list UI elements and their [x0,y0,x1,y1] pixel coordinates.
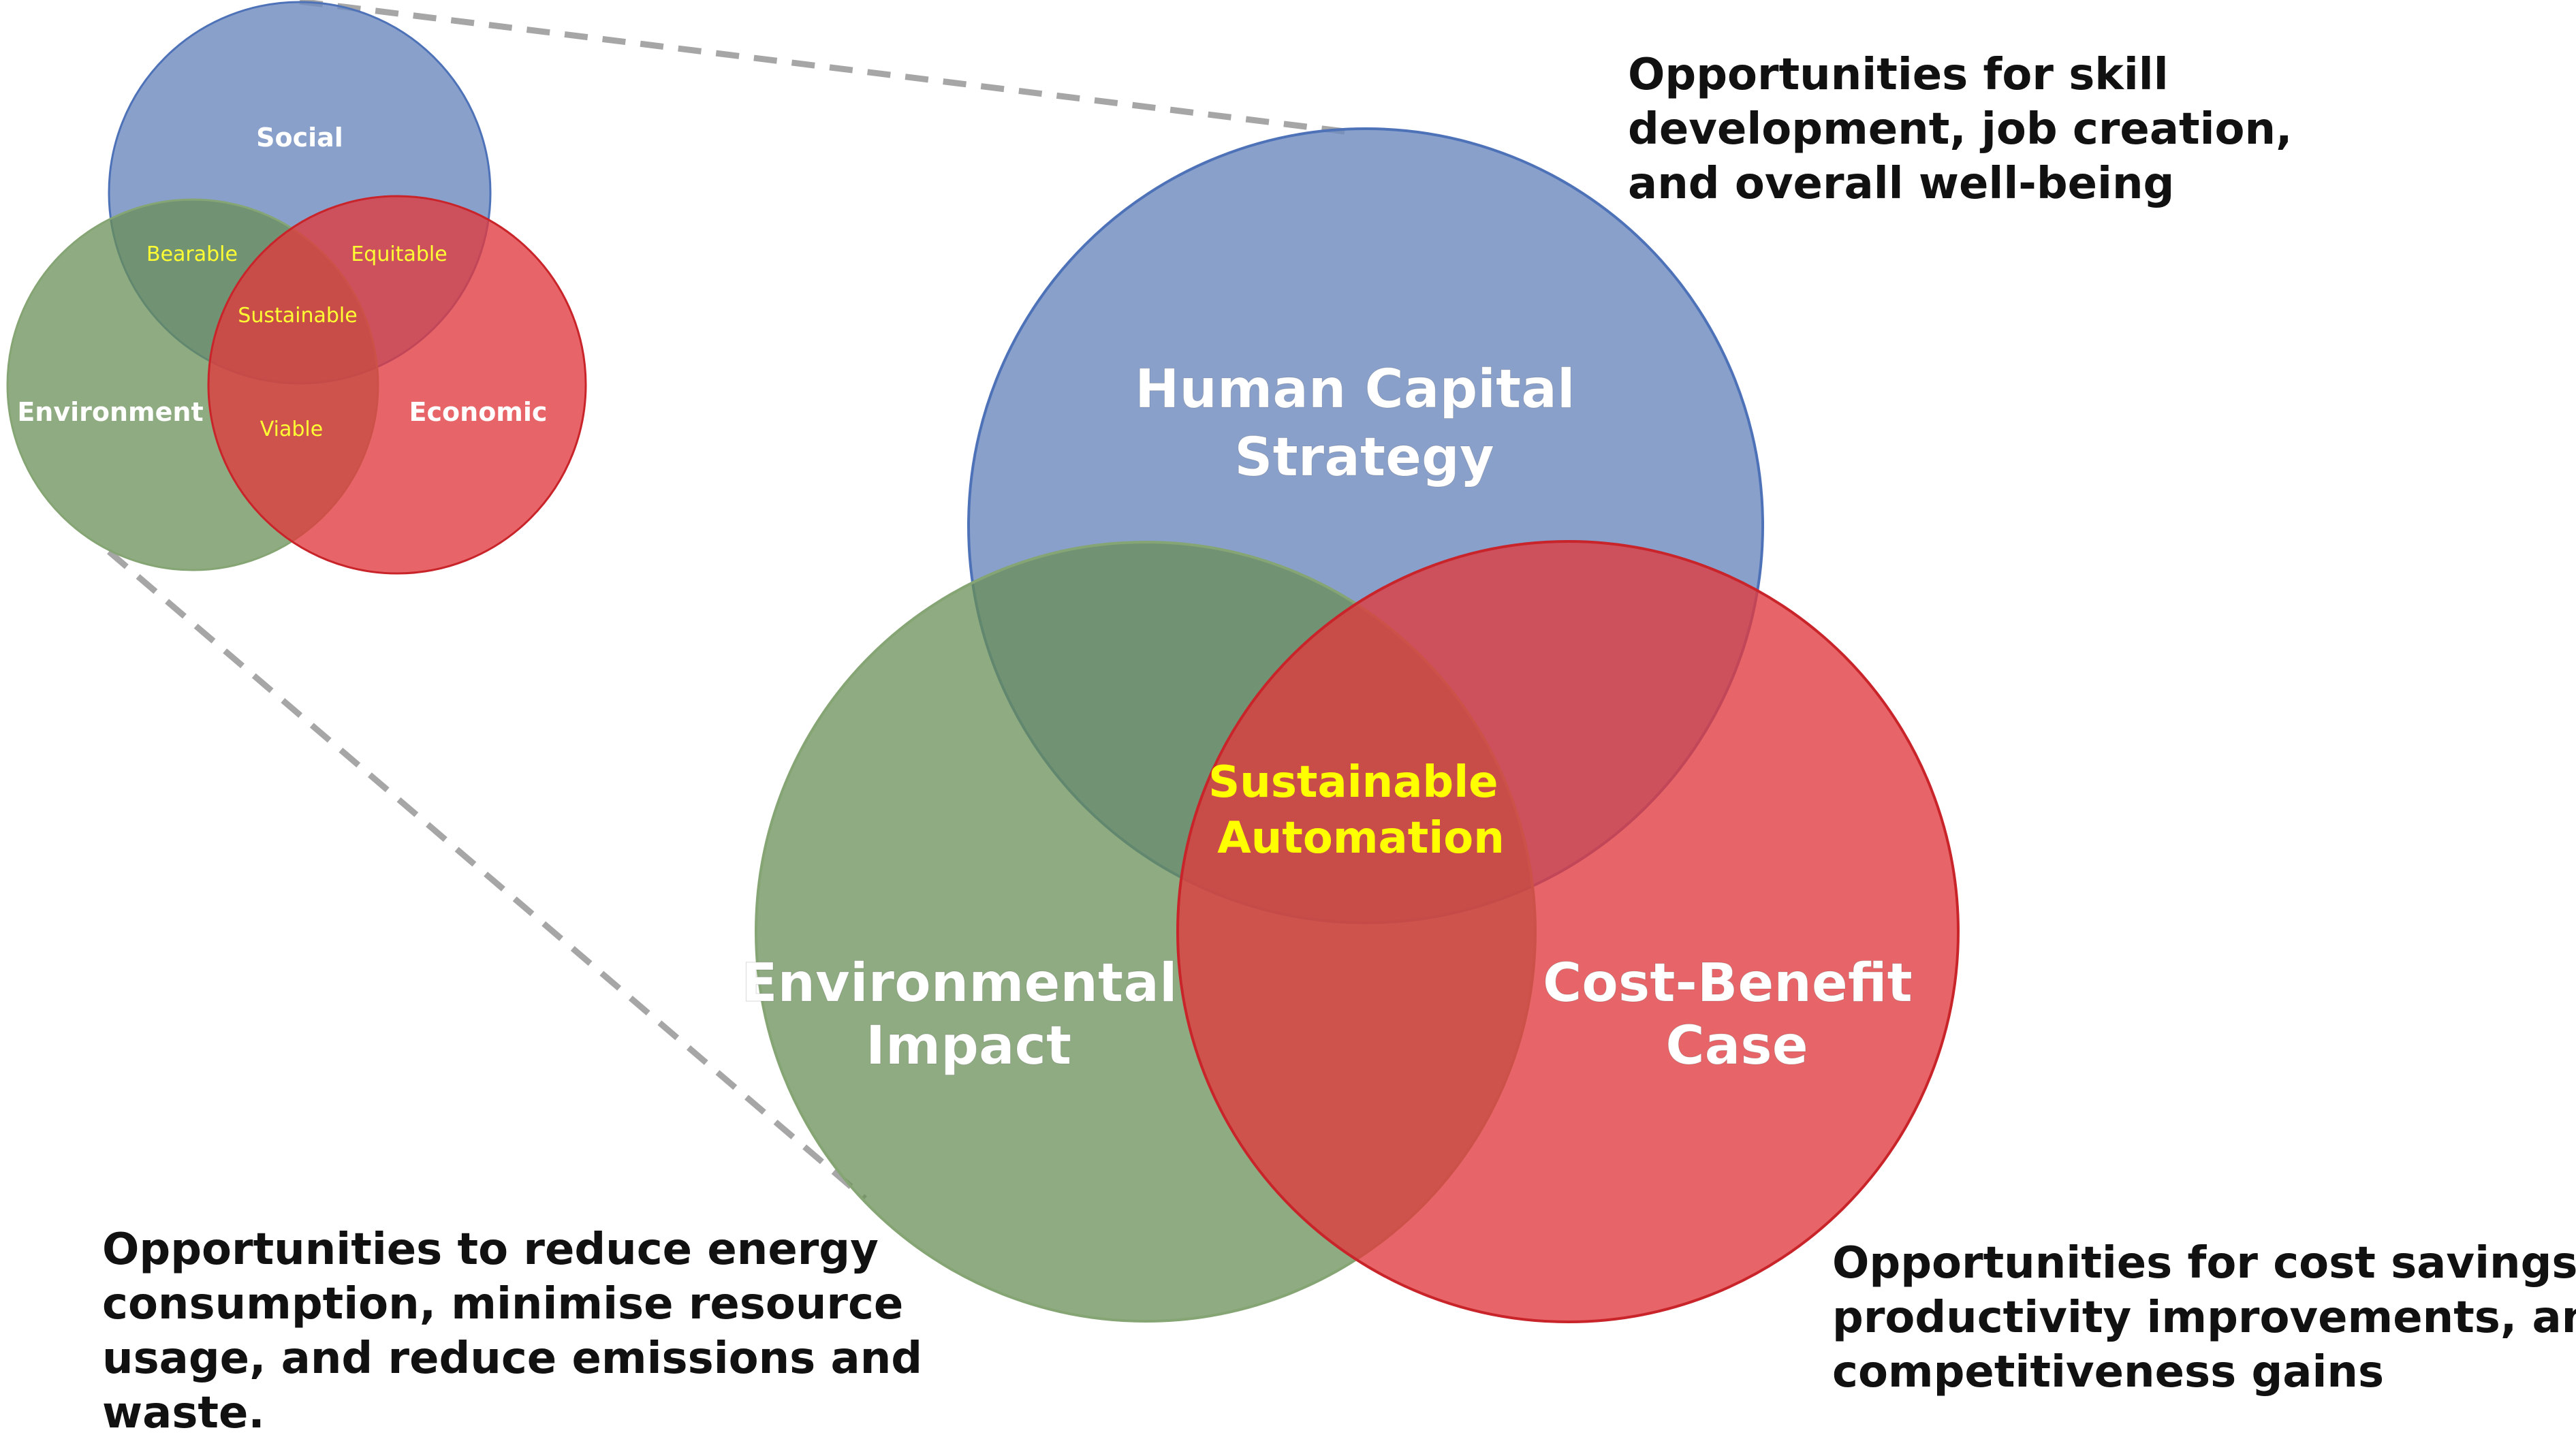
inset-economic-label: Economic [409,397,548,427]
inset-bearable-label: Bearable [146,242,238,266]
inset-viable-label: Viable [260,417,323,441]
environmental-impact-label-line-1: Environmental [741,953,1177,1014]
sustainable-automation-label-line-2: Automation [1217,813,1505,864]
callout-environmental-line-1: Opportunities to reduce energy [102,1224,879,1275]
callout-cost-benefit-line-2: productivity improvements, and [1832,1293,2576,1343]
cost-benefit-label: Cost-Benefit Case [1543,953,1931,1077]
zoom-connector-top [299,0,1356,136]
human-capital-label: Human Capital Strategy [1135,359,1594,488]
callout-human-capital: Opportunities for skill development, job… [1628,48,2292,211]
callout-cost-benefit-line-1: Opportunities for cost savings, [1832,1238,2576,1289]
cost-benefit-circle [1176,540,1960,1323]
environmental-impact-label-line-2: Impact [866,1015,1071,1077]
callout-cost-benefit-line-3: competitiveness gains [1832,1347,2385,1397]
human-capital-label-line-1: Human Capital [1135,359,1575,420]
cost-benefit-label-line-2: Case [1665,1015,1808,1077]
callout-human-capital-line-2: development, job creation, [1628,104,2293,155]
callout-human-capital-line-3: and overall well-being [1628,159,2175,209]
human-capital-label-line-2: Strategy [1234,427,1494,488]
callout-environmental-line-4: waste. [102,1388,265,1438]
inset-economic-circle [207,195,587,575]
inset-venn-diagram: Social Environment Economic Bearable Equ… [6,1,587,575]
inset-equitable-label: Equitable [351,242,447,266]
environmental-impact-label: Environmental Impact [741,953,1196,1077]
callout-cost-benefit: Opportunities for cost savings, producti… [1832,1236,2576,1400]
callout-human-capital-line-1: Opportunities for skill [1628,50,2169,100]
zoom-connector-bottom [107,549,867,1201]
main-venn-diagram: Human Capital Strategy Environmental Imp… [741,127,1960,1323]
callout-environmental-line-2: consumption, minimise resource [102,1279,904,1329]
sustainable-automation-label-line-1: Sustainable [1208,757,1498,808]
inset-environment-label: Environment [17,397,203,427]
inset-sustainable-label: Sustainable [238,304,357,328]
callout-environmental: Opportunities to reduce energy consumpti… [102,1222,922,1440]
sustainable-automation-label: Sustainable Automation [1208,757,1513,864]
cost-benefit-label-line-1: Cost-Benefit [1543,953,1913,1014]
inset-social-label: Social [256,123,343,153]
callout-environmental-line-3: usage, and reduce emissions and [102,1333,923,1384]
